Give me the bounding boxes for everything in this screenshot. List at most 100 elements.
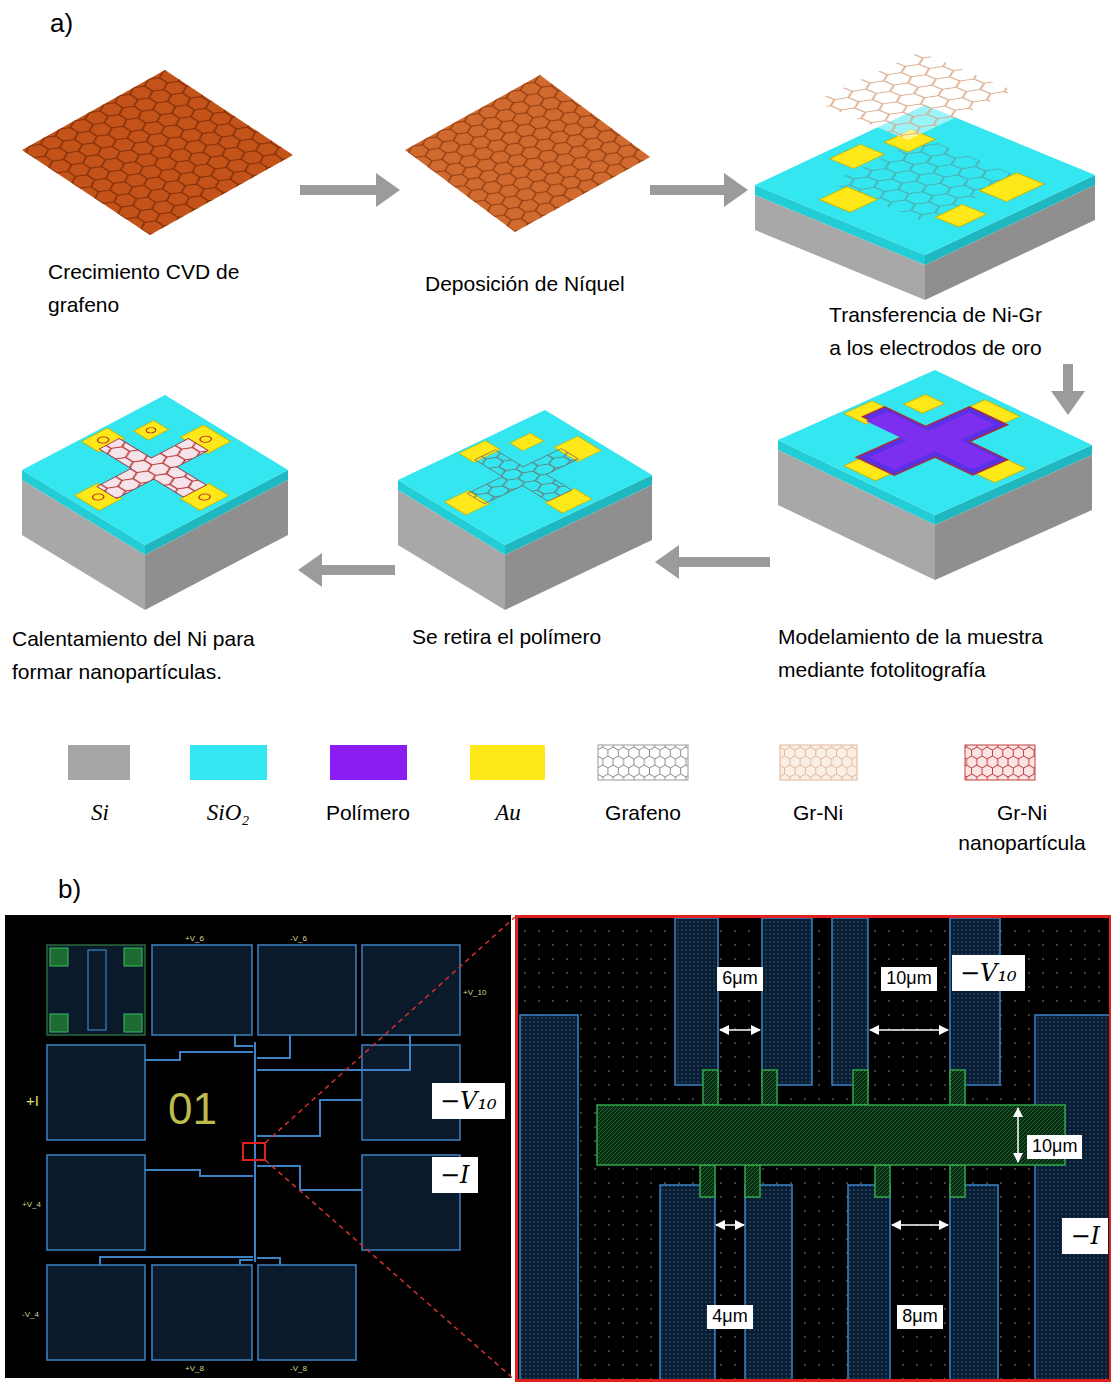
chip-layout	[47, 945, 460, 1360]
zoom-layout	[716, 1030, 1018, 1225]
process-arrow	[300, 173, 400, 207]
arrow-shaft	[320, 565, 395, 575]
chip-layout	[5, 915, 511, 1378]
step-caption: Transferencia de Ni-Gr a los electrodos …	[823, 298, 1048, 364]
chip-layout	[88, 950, 106, 1030]
substrate-block	[510, 433, 543, 451]
substrate-block	[778, 370, 1092, 580]
substrate-block	[816, 387, 1045, 493]
substrate-block	[398, 410, 652, 610]
process-arrow	[655, 545, 770, 579]
substrate-block	[979, 173, 1044, 202]
zoom-layout	[875, 1165, 890, 1197]
zoom-layout	[716, 1224, 744, 1226]
chip-layout	[257, 1166, 362, 1190]
chip-layout	[243, 1143, 265, 1160]
arrow-shaft	[677, 557, 770, 567]
substrate-block	[830, 138, 1020, 222]
arrow-shaft	[300, 185, 378, 195]
legend-sample	[598, 745, 688, 780]
zoom-layout	[660, 1185, 715, 1382]
terminal-box: −V₁₀	[432, 1083, 505, 1119]
chip-layout	[235, 1035, 253, 1046]
legend-text: Polímero	[308, 798, 428, 828]
zoom-leader	[265, 917, 515, 1143]
process-arrow	[298, 553, 395, 587]
pin-label: -V_4	[22, 1310, 39, 1320]
substrate-block	[398, 410, 652, 545]
zoom-layout	[832, 918, 868, 1085]
zoom-layout	[1035, 1015, 1111, 1382]
substrate-block	[778, 370, 1092, 515]
nickel-graphene-tile	[405, 75, 650, 232]
zoom-layout	[745, 1185, 792, 1382]
legend-text: Gr-Ni	[768, 798, 868, 828]
chip-layout	[258, 1265, 356, 1360]
process-step: Deposición de Níquel	[400, 55, 650, 300]
legend-text: Grafeno	[583, 798, 703, 828]
arrow-head	[724, 173, 748, 207]
substrate-block	[779, 125, 1048, 243]
step-caption: Deposición de Níquel	[425, 267, 650, 300]
zoom-layout	[853, 1070, 868, 1105]
process-step: Transferencia de Ni-Gr a los electrodos …	[748, 55, 1098, 364]
substrate-block	[90, 493, 106, 502]
chip-layout	[254, 1042, 256, 1262]
graphene-tile	[22, 70, 293, 235]
legend-text: Si	[60, 798, 140, 828]
zoom-layout	[515, 915, 1111, 1382]
chip-layout	[362, 945, 460, 1035]
substrate-block	[22, 395, 288, 545]
pin-label: +V_6	[185, 934, 204, 944]
pin-label: -V_8	[290, 1364, 307, 1374]
legend-sample	[965, 745, 1035, 780]
pin-label: +V_8	[185, 1364, 204, 1374]
substrate-block	[30, 400, 277, 540]
process-arrow	[1051, 364, 1085, 415]
legend-text: Gr-Ni nanopartícula	[952, 798, 1092, 858]
zoom-leader	[265, 1160, 515, 1380]
dimension-label: 10μm	[881, 967, 936, 991]
chip-layout	[50, 948, 142, 1032]
chip-number: 01	[168, 1083, 217, 1136]
chip-layout	[47, 1045, 145, 1140]
chip-layout	[50, 948, 68, 966]
substrate-block	[778, 370, 1092, 515]
process-step: Crecimiento CVD de grafeno	[20, 55, 300, 321]
zoom-layout	[745, 1165, 760, 1197]
process-step: Modelamiento de la muestra mediante foto…	[770, 415, 1100, 686]
terminal-box: −I	[432, 1157, 478, 1193]
zoom-layout	[870, 1029, 948, 1031]
chip-layout	[257, 1035, 290, 1058]
zoom-layout	[703, 1070, 718, 1105]
step-caption: Modelamiento de la muestra mediante foto…	[778, 620, 1100, 686]
chip-layout	[257, 1035, 410, 1070]
zoom-layout	[520, 1015, 578, 1382]
pin-label: +V_10	[463, 988, 486, 998]
substrate-block	[398, 410, 652, 545]
panel-letter: b)	[58, 874, 81, 905]
substrate-block	[144, 427, 157, 435]
arrow-head	[376, 173, 400, 207]
nickel-graphene-tile	[405, 75, 650, 232]
substrate-block	[65, 419, 238, 517]
zoom-layout	[675, 918, 718, 1085]
chip-layout	[124, 948, 142, 966]
zoom-layout	[762, 1070, 777, 1105]
step-caption: Crecimiento CVD de grafeno	[48, 255, 300, 321]
substrate-block	[65, 419, 238, 517]
pin-label: -V_6	[290, 934, 307, 944]
legend-swatch	[190, 745, 267, 780]
zoom-leader	[265, 917, 515, 1380]
legend-text: SiO₂	[183, 798, 273, 828]
substrate-block	[830, 144, 884, 168]
terminal-box: −V₁₀	[952, 955, 1025, 991]
substrate-block	[820, 187, 878, 212]
panel-letter: a)	[50, 8, 73, 39]
legend-swatch	[330, 745, 407, 780]
zoom-layout	[848, 1185, 890, 1382]
arrow-shaft	[1063, 364, 1073, 393]
dimension-label: 6μm	[717, 967, 762, 991]
zoom-layout	[950, 918, 1000, 1085]
legend-swatch	[470, 745, 545, 780]
